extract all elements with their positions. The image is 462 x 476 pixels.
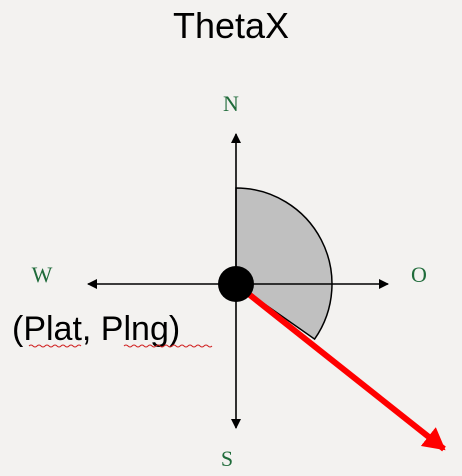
spellcheck-underline-plat [28,344,82,348]
south-label: S [221,446,233,471]
west-label: W [32,262,53,287]
origin-point [218,266,254,302]
angle-sector [235,187,333,341]
heading-arrow [234,281,446,452]
origin-coordinates-label: (Plat, Plng) [12,310,180,348]
diagram-title: ThetaX [173,5,289,46]
east-label: O [411,262,427,287]
spellcheck-underline-plng [123,344,213,348]
north-label: N [223,91,239,116]
